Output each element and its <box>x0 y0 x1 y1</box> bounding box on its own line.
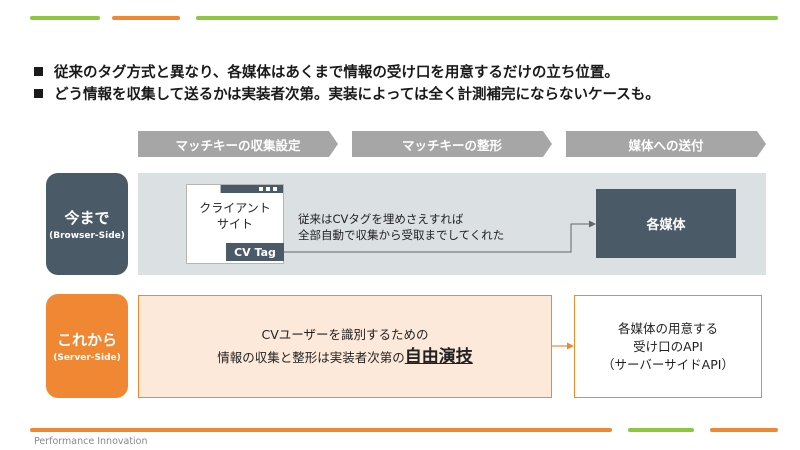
step-1-label: マッチキーの収集設定 <box>175 137 301 153</box>
top-bar-green-left <box>30 16 100 20</box>
top-bar-green-right <box>196 16 778 20</box>
future-text-line2-prefix: 情報の収集と整形は実装者次第の <box>217 350 405 365</box>
connector-arrowhead-icon <box>589 220 596 228</box>
future-text-line2: 情報の収集と整形は実装者次第の自由演技 <box>217 346 473 369</box>
top-bar-orange <box>112 16 180 20</box>
future-text-line1: CVユーザーを識別するための <box>261 327 429 342</box>
cv-tag-label: CV Tag <box>234 245 276 259</box>
api-box: 各媒体の用意する 受け口のAPI （サーバーサイドAPI） <box>574 295 762 398</box>
bullet-square-icon <box>34 89 43 98</box>
bullet-2: どう情報を収集して送るかは実装者次第。実装によっては全く計測補完にならないケース… <box>34 83 660 104</box>
future-panel: CVユーザーを識別するための 情報の収集と整形は実装者次第の自由演技 <box>138 295 552 398</box>
row-label-current: 今まで (Browser-Side) <box>46 173 128 275</box>
step-2-label: マッチキーの整形 <box>401 137 502 153</box>
current-description: 従来はCVタグを埋めさえすれば 全部自動で収集から受取までしてくれた <box>298 211 504 243</box>
api-box-line3: （サーバーサイドAPI） <box>602 356 734 372</box>
row-label-current-main: 今まで <box>64 209 110 227</box>
api-box-line1: 各媒体の用意する <box>617 320 718 336</box>
media-box-label: 各媒体 <box>646 218 686 233</box>
client-site-title-line2: サイト <box>216 217 253 231</box>
step-formatting: マッチキーの整形 <box>352 131 552 157</box>
cv-tag-badge: CV Tag <box>226 243 284 261</box>
browser-titlebar <box>187 185 283 193</box>
bottom-bar-green <box>628 428 694 432</box>
row-label-future-sub: (Server-Side) <box>53 353 121 363</box>
bottom-bar-orange-right <box>710 428 778 432</box>
bullet-2-text: どう情報を収集して送るかは実装者次第。実装によっては全く計測補完にならないケース… <box>54 87 660 103</box>
window-control-dot-icon <box>259 187 263 191</box>
row-label-future-main: これから <box>56 331 117 349</box>
step-collection-setting: マッチキーの収集設定 <box>138 131 338 157</box>
row-label-future: これから (Server-Side) <box>46 294 128 398</box>
bullet-square-icon <box>34 67 43 76</box>
window-control-dot-icon <box>273 187 277 191</box>
client-site-title-line1: クライアント <box>199 201 271 215</box>
connector-line <box>284 223 589 253</box>
bottom-bar-orange-left <box>30 428 612 432</box>
step-3-label: 媒体への送付 <box>628 137 704 153</box>
future-text-emphasis: 自由演技 <box>404 347 473 367</box>
current-description-line2: 全部自動で収集から受取までしてくれた <box>298 228 505 242</box>
future-arrowhead-icon <box>567 342 574 350</box>
bullet-1-text: 従来のタグ方式と異なり、各媒体はあくまで情報の受け口を用意するだけの立ち位置。 <box>54 65 619 81</box>
bullet-1: 従来のタグ方式と異なり、各媒体はあくまで情報の受け口を用意するだけの立ち位置。 <box>34 61 619 82</box>
step-sending: 媒体への送付 <box>566 131 766 157</box>
media-box: 各媒体 <box>596 189 736 258</box>
window-control-dot-icon <box>266 187 270 191</box>
current-description-line1: 従来はCVタグを埋めさえすれば <box>298 212 464 226</box>
browser-tab-notch <box>187 185 221 193</box>
api-box-line2: 受け口のAPI <box>633 338 703 354</box>
client-site-title: クライアント サイト <box>187 200 283 232</box>
row-label-current-sub: (Browser-Side) <box>49 231 125 241</box>
footer-brand: Performance Innovation <box>34 436 148 447</box>
